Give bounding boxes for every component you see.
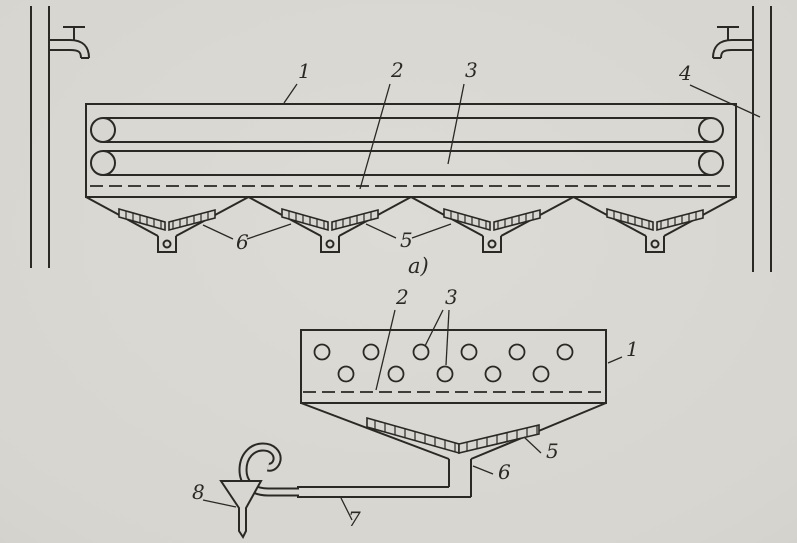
callout-bottom-1: 1 bbox=[607, 337, 639, 364]
callout-label-6: 6 bbox=[236, 230, 249, 254]
pipe-end-circle bbox=[90, 150, 116, 176]
callout-label-8: 8 bbox=[192, 480, 205, 504]
callout-top-2: 2 bbox=[359, 58, 404, 190]
hopper-outlet-hole bbox=[325, 239, 335, 249]
callout-label-6: 6 bbox=[498, 460, 511, 484]
hopper-outlet bbox=[482, 236, 502, 253]
pipe-end-circle bbox=[90, 117, 116, 143]
hopper-outlet bbox=[157, 236, 177, 253]
pipe-end-circle bbox=[698, 117, 724, 143]
callout-label-2: 2 bbox=[390, 58, 404, 82]
callout-top-1: 1 bbox=[283, 59, 311, 104]
section-body bbox=[300, 329, 607, 404]
hopper-outlet bbox=[645, 236, 665, 253]
callout-bottom-6: 6 bbox=[472, 460, 511, 484]
callout-top-4: 4 bbox=[678, 61, 761, 118]
callout-top-5: 5 bbox=[365, 223, 452, 252]
distribution-pipes bbox=[90, 117, 724, 176]
left-standpipe bbox=[30, 6, 50, 268]
callout-label-1: 1 bbox=[626, 337, 639, 361]
hopper-wall bbox=[573, 196, 737, 237]
callout-label-4: 4 bbox=[678, 61, 692, 85]
callout-bottom-2: 2 bbox=[375, 285, 409, 391]
callout-bottom-5: 5 bbox=[523, 436, 559, 463]
callout-label-3: 3 bbox=[465, 58, 478, 82]
left-faucet-icon bbox=[49, 26, 90, 59]
hopper-outlet-hole bbox=[650, 239, 660, 249]
hopper-outlet bbox=[320, 236, 340, 253]
right-faucet-icon bbox=[712, 26, 753, 59]
callout-bottom-8: 8 bbox=[192, 480, 237, 508]
drain-pipe bbox=[297, 486, 471, 498]
top-view: 1 2 3 4 6 5 а) bbox=[30, 6, 772, 278]
callout-label-2: 2 bbox=[395, 285, 409, 309]
callout-top-3: 3 bbox=[447, 58, 478, 165]
callout-top-6: 6 bbox=[202, 223, 292, 254]
section-outlet bbox=[448, 459, 472, 497]
hopper-wall bbox=[85, 196, 249, 237]
perforation-holes bbox=[313, 343, 574, 383]
right-standpipe bbox=[752, 6, 772, 272]
bottom-view: 2 3 1 5 6 8 7 bbox=[192, 285, 639, 539]
pipe-end-circle bbox=[698, 150, 724, 176]
callout-label-7: 7 bbox=[348, 507, 361, 531]
callout-label-5: 5 bbox=[546, 439, 559, 463]
view-a-caption: а) bbox=[408, 254, 429, 278]
serrated-plate-section bbox=[366, 416, 540, 455]
callout-label-5: 5 bbox=[400, 228, 413, 252]
callout-bottom-3: 3 bbox=[424, 285, 458, 366]
callout-bottom-7: 7 bbox=[340, 497, 361, 531]
hopper-outlet-hole bbox=[162, 239, 172, 249]
callout-label-3: 3 bbox=[445, 285, 458, 309]
hopper-outlet-hole bbox=[487, 239, 497, 249]
receiving-funnel bbox=[219, 480, 263, 539]
callout-label-1: 1 bbox=[298, 59, 311, 83]
